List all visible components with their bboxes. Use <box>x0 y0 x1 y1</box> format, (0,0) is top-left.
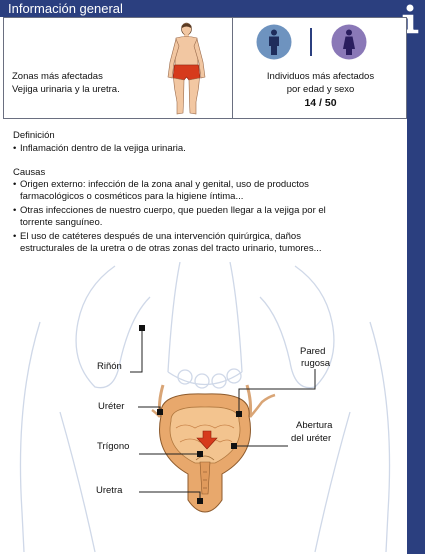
label-rinon: Riñón <box>97 361 122 372</box>
zonas-value: Vejiga urinaria y la uretra. <box>12 84 120 95</box>
bullet: • <box>13 231 17 242</box>
anatomy-illustration <box>19 262 391 553</box>
label-abertura-line1: Abertura <box>296 420 333 431</box>
label-pared-line1: Pared <box>300 346 326 357</box>
individuos-subtitle: por edad y sexo <box>286 84 355 95</box>
bullet: • <box>13 143 17 154</box>
definicion-text: Inflamación dentro de la vejiga urinaria… <box>20 143 186 154</box>
bullet: • <box>13 205 17 216</box>
label-pared-line2: rugosa <box>301 358 331 369</box>
individuos-stat: 14 / 50 <box>304 97 337 109</box>
right-side-band <box>407 0 425 554</box>
causa-3-line-1: El uso de catéteres después de una inter… <box>20 231 301 242</box>
label-trigono: Trígono <box>97 441 130 452</box>
male-icon <box>256 24 292 60</box>
definicion-heading: Definición <box>13 130 55 141</box>
causa-1-line-2: farmacológicos o cosméticos para la higi… <box>20 191 244 202</box>
info-panel: Zonas más afectadas Vejiga urinaria y la… <box>3 17 407 119</box>
female-icon <box>331 24 367 60</box>
header-bar: Información general <box>0 0 407 17</box>
label-uretra: Uretra <box>96 485 123 496</box>
causa-3-line-2: estructurales de la uretra o de otras zo… <box>20 243 322 254</box>
label-ureter: Uréter <box>98 401 125 412</box>
panel-divider <box>232 18 233 118</box>
bladder-diagram: Riñón Uréter Trígono Uretra Pared rugosa… <box>0 262 407 554</box>
human-figure-icon <box>167 22 206 115</box>
individuos-title: Individuos más afectados <box>266 71 375 82</box>
causas-heading: Causas <box>13 167 46 178</box>
gender-separator <box>310 28 312 56</box>
header-title: Información general <box>8 1 123 16</box>
bullet: • <box>13 179 17 190</box>
causa-2-line-1: Otras infecciones de nuestro cuerpo, que… <box>20 205 326 216</box>
causa-1-line-1: Origen externo: infección de la zona ana… <box>20 179 309 190</box>
zonas-title: Zonas más afectadas <box>12 71 103 82</box>
causa-2-line-2: torrente sanguíneo. <box>20 217 103 228</box>
label-abertura-line2: del uréter <box>291 433 332 444</box>
